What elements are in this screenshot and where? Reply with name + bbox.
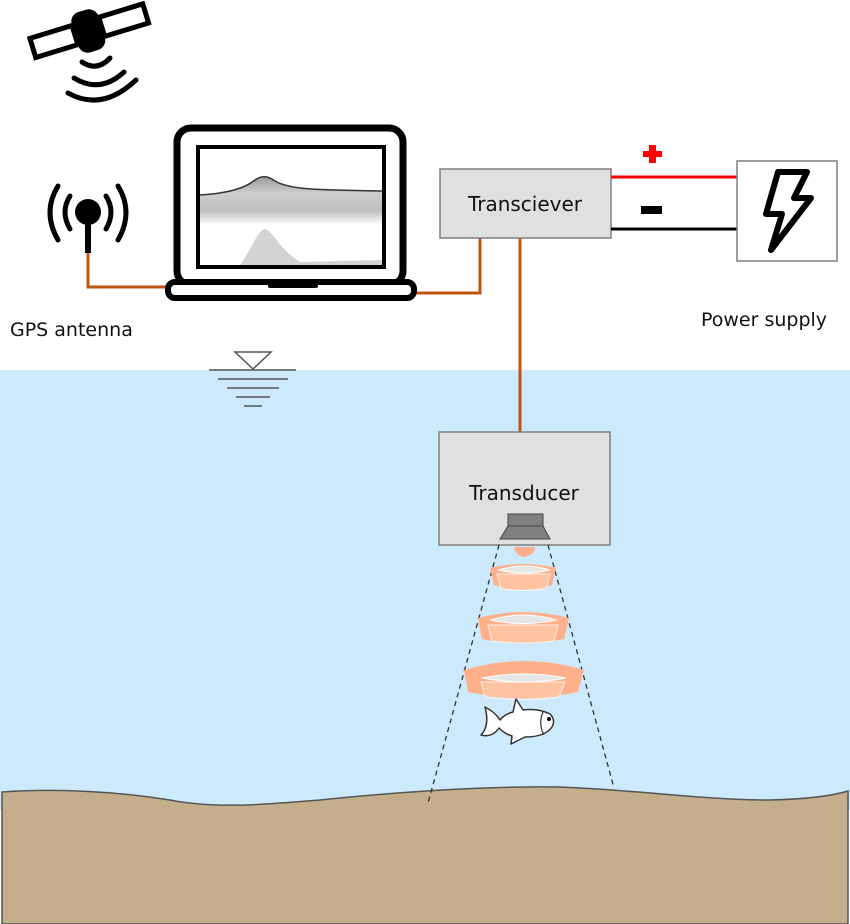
transducer-head-icon (499, 513, 551, 540)
pulse-1 (514, 547, 535, 557)
gps-antenna-icon (47, 183, 129, 253)
signal-waves-icon (65, 55, 139, 103)
positive-sign-icon (643, 145, 662, 163)
water-body (0, 370, 850, 810)
pulse-4 (464, 661, 584, 700)
acoustic-pulses (464, 547, 584, 700)
seabed (1, 786, 849, 924)
lightning-icon (763, 169, 814, 253)
satellite-icon (26, 0, 152, 61)
transducer-box: Transducer (438, 431, 611, 546)
pulse-2 (490, 564, 556, 591)
fish-icon (480, 698, 555, 745)
transceiver-label: Transciever (467, 192, 583, 216)
power-supply-box (736, 160, 838, 262)
gps-antenna-label: GPS antenna (10, 319, 133, 341)
pulse-3 (478, 612, 569, 644)
water-level-icon (209, 351, 296, 407)
transceiver-box: Transciever (439, 168, 612, 239)
transducer-label: Transducer (468, 481, 580, 505)
negative-sign-icon (641, 206, 662, 214)
beam-edge-right (547, 544, 615, 789)
laptop-icon (165, 124, 417, 301)
laptop-transceiver-cable (414, 238, 482, 295)
power-supply-label: Power supply (701, 309, 827, 331)
echogram-screen (199, 149, 383, 265)
gps-cable (86, 253, 170, 289)
